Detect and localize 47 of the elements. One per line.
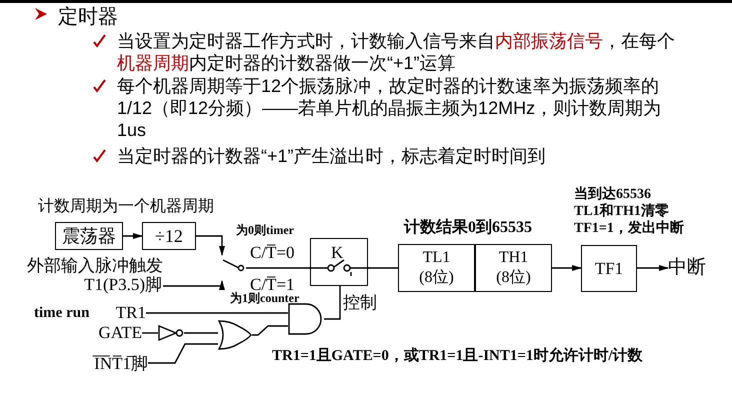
signal-label: TR1 [116, 302, 146, 324]
connector-line [552, 265, 582, 271]
signal-label: GATE [98, 322, 142, 344]
box-label: TH1 [498, 248, 528, 268]
connector-line [196, 235, 225, 256]
box-label: ÷12 [155, 224, 183, 248]
box-label: (8位) [496, 268, 531, 288]
register-box [55, 222, 123, 250]
signal-caption: time run [34, 304, 90, 323]
connector-line [142, 332, 158, 334]
box-label: TF1 [594, 258, 624, 280]
connector-line [163, 280, 225, 290]
input-label: T1(P3.5)脚 [84, 275, 163, 294]
range-note: 计数结果0到65535 [404, 218, 532, 238]
overflow-note: TL1和TH1清零 [574, 202, 669, 220]
register-box [142, 222, 196, 250]
signal-label: I̅N̅T̅1̅脚 [94, 353, 148, 376]
switch-box [310, 238, 368, 286]
overflow-note: TF1=1，发出中断 [574, 219, 684, 238]
switch-label: C/T̅=0 [250, 242, 295, 264]
connector-line [184, 332, 218, 334]
mode-note: 为1则counter [230, 290, 300, 307]
register-box [581, 245, 637, 292]
diagram-note: 计数周期为一个机器周期 [38, 196, 214, 217]
box-label: K [331, 242, 344, 264]
bullet-text: 当设置为定时器工作方式时，计数输入信号来自内部振荡信号，在每个机器周期内定时器的计数器做一次“+1”运算 [117, 30, 676, 74]
box-label: TL1 [422, 248, 450, 268]
register-box [398, 244, 475, 292]
box-label: 震荡器 [62, 224, 116, 248]
connector-line [252, 325, 288, 336]
connector-line [148, 343, 218, 364]
connector-line [146, 312, 288, 314]
bullet-text: 每个机器周期等于12个振荡脉冲，故定时器的计数速率为振荡频率的1/12（即12分频）——若单片机的晶振主频为12MHz，则计数周期为1us [117, 75, 662, 141]
connector-line [246, 267, 310, 269]
condition-note: TR1=1且GATE=0，或TR1=1且-INT1=1时允许计时/计数 [272, 346, 643, 366]
connector-line [123, 233, 143, 239]
signal-label: 中断 [668, 256, 706, 280]
input-label: 外部输入脉冲触发 [27, 256, 163, 275]
register-box [475, 244, 552, 292]
connector-line [637, 265, 669, 271]
connector-line [324, 286, 341, 320]
mode-note: 为0则timer [236, 222, 294, 239]
overflow-note: 当到达65536 [574, 185, 651, 203]
connector-line [368, 267, 398, 269]
section-title: 定时器 [58, 5, 118, 30]
bullet-text: 当定时器的计数器“+1”产生溢出时，标志着定时时间到 [117, 145, 547, 167]
box-label: (8位) [419, 268, 454, 288]
